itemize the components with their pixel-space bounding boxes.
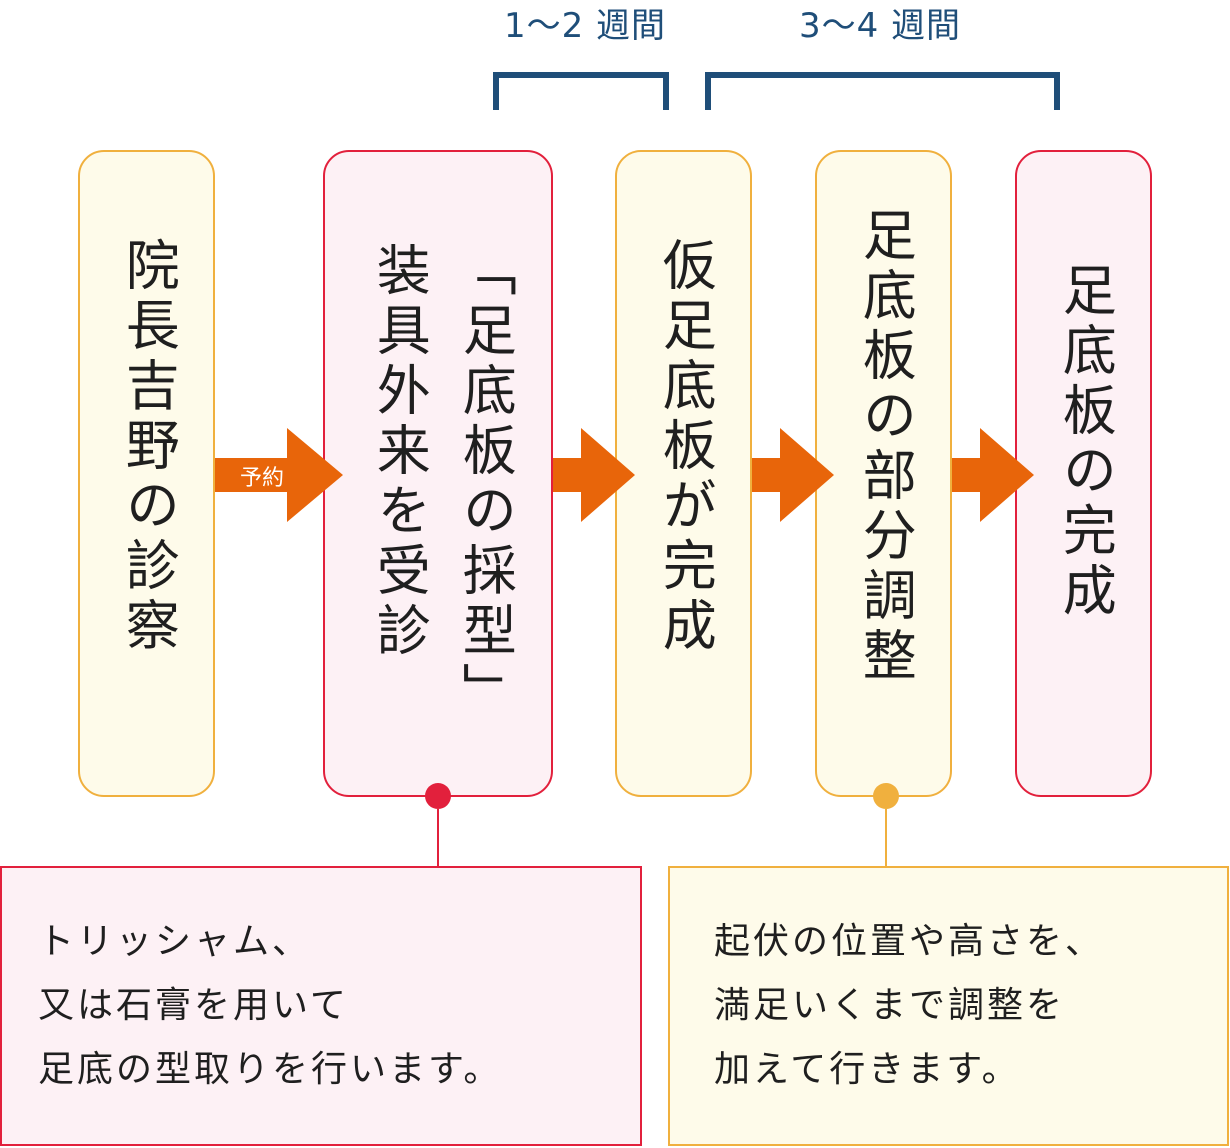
connector-dot [873, 783, 899, 809]
duration-label-1: 1〜2 週間 [503, 5, 667, 46]
note-casting: トリッシャム、 又は石膏を用いて 足底の型取りを行います。 [0, 866, 642, 1146]
step-orthotics-clinic: 「足底板の採型」 装具外来を受診 [323, 150, 553, 797]
connector-line [885, 809, 887, 867]
connector-line [437, 809, 439, 867]
note-line: 又は石膏を用いて [38, 985, 349, 1026]
connector-dot [425, 783, 451, 809]
arrow-right-icon [215, 428, 343, 522]
step-partial-adjustment: 足底板の部分調整 [815, 150, 952, 797]
note-line: 足底の型取りを行います。 [38, 1049, 503, 1090]
duration-label-2: 3〜4 週間 [798, 5, 962, 46]
arrow-label-reservation: 予約 [239, 466, 284, 491]
step-label: 足底板の部分調整 [853, 207, 917, 687]
step-temporary-insole: 仮足底板が完成 [615, 150, 752, 797]
arrow-right-icon [752, 428, 834, 522]
arrow-right-icon [952, 428, 1034, 522]
step-insole-complete: 足底板の完成 [1015, 150, 1152, 797]
note-line: 起伏の位置や高さを、 [714, 921, 1105, 962]
step-label: 院長吉野の診察 [116, 237, 180, 657]
step-label: 足底板の完成 [1053, 262, 1117, 622]
note-line: 満足いくまで調整を [714, 985, 1066, 1026]
note-line: 加えて行きます。 [714, 1049, 1021, 1090]
duration-bracket-1 [493, 72, 669, 110]
step-label: 装具外来を受診 [367, 242, 431, 662]
arrow-right-icon [553, 428, 635, 522]
note-adjustment: 起伏の位置や高さを、 満足いくまで調整を 加えて行きます。 [668, 866, 1229, 1146]
duration-bracket-2 [705, 72, 1060, 110]
step-sublabel: 「足底板の採型」 [453, 242, 517, 722]
step-label: 仮足底板が完成 [653, 237, 717, 657]
note-line: トリッシャム、 [38, 921, 312, 962]
step-initial-exam: 院長吉野の診察 [78, 150, 215, 797]
